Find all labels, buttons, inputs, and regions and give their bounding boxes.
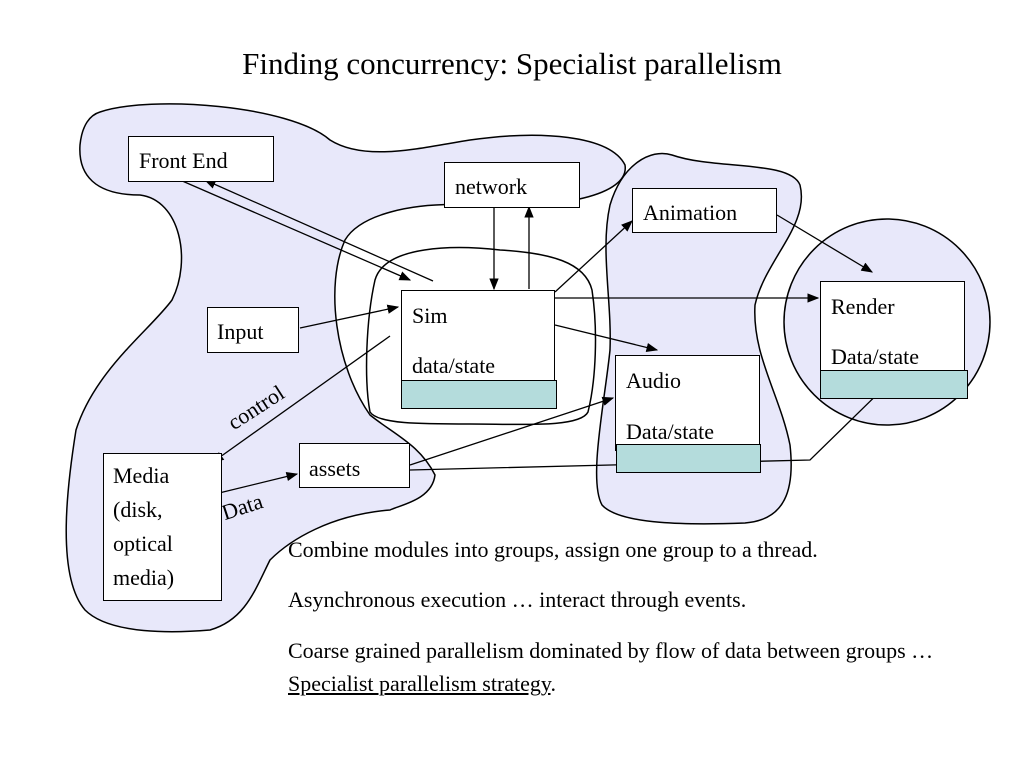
network-box: network — [444, 162, 580, 208]
input-box: Input — [207, 307, 299, 353]
render-box: Render Data/state — [820, 281, 965, 377]
slide-title: Finding concurrency: Specialist parallel… — [242, 46, 782, 81]
edge-frontend-to-sim — [179, 179, 412, 281]
sim-label: Sim — [412, 303, 448, 328]
render-state-bar — [820, 370, 968, 399]
render-label: Render — [831, 294, 895, 319]
edge-animation-to-render — [776, 214, 874, 273]
sim-state-label: data/state — [412, 353, 496, 378]
note-line-3-suffix: . — [550, 671, 557, 696]
note-line-3-prefix: Coarse grained parallelism dominated by … — [288, 638, 934, 663]
specialist-parallelism-link[interactable]: Specialist parallelism strategy — [288, 671, 551, 696]
note-line-3: Coarse grained parallelism dominated by … — [288, 634, 1008, 700]
edge-media-to-assets — [214, 471, 299, 495]
edge-assets-to-audio — [409, 396, 615, 466]
animation-label: Animation — [643, 200, 738, 225]
edge-sim-to-frontend — [203, 179, 434, 282]
assets-label: assets — [309, 456, 361, 481]
edge-sim-to-audio — [554, 324, 659, 353]
media-box: Media (disk, optical media) — [103, 453, 222, 601]
media-label: Media (disk, optical media) — [113, 463, 175, 590]
note-line-1: Combine modules into groups, assign one … — [288, 537, 818, 562]
front-end-label: Front End — [139, 148, 228, 173]
group-blob-sim — [365, 246, 597, 426]
assets-box: assets — [299, 443, 410, 488]
audio-label: Audio — [626, 368, 681, 393]
front-end-box: Front End — [128, 136, 274, 182]
edge-sim-to-animation — [554, 220, 633, 293]
audio-box: Audio Data/state — [615, 355, 760, 451]
edge-assets-to-render — [409, 374, 898, 471]
edge-input-to-sim — [299, 304, 400, 329]
sim-state-bar — [401, 380, 557, 409]
edge-sim-to-media-control — [212, 335, 391, 463]
animation-box: Animation — [632, 188, 777, 233]
network-label: network — [455, 174, 528, 199]
render-state-label: Data/state — [831, 344, 919, 369]
audio-state-label: Data/state — [626, 419, 714, 444]
audio-state-bar — [616, 444, 761, 473]
note-line-2: Asynchronous execution … interact throug… — [288, 587, 747, 612]
sim-box: Sim data/state — [401, 290, 555, 386]
input-label: Input — [217, 319, 264, 344]
